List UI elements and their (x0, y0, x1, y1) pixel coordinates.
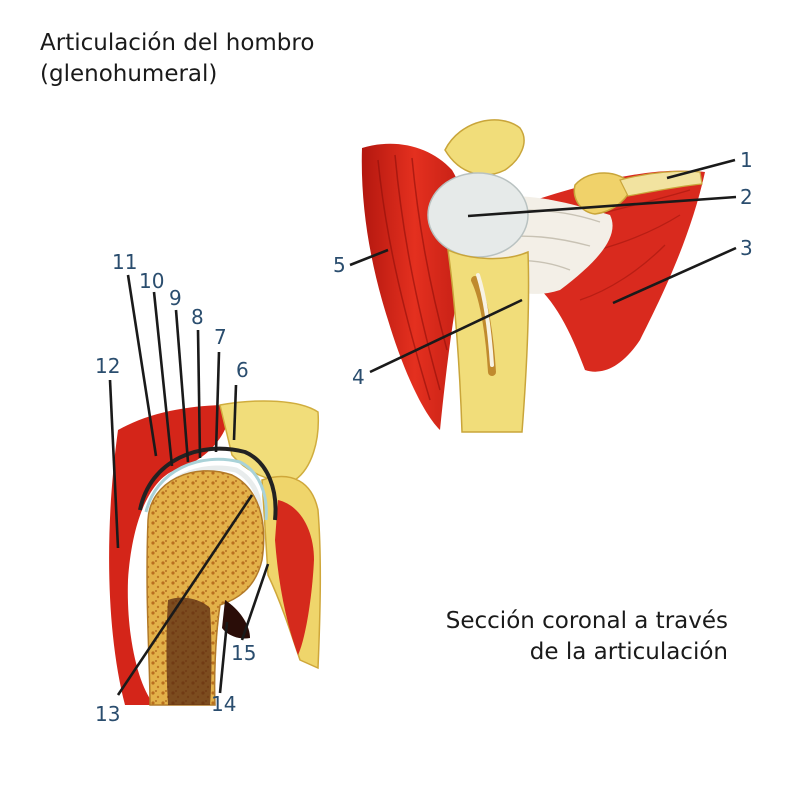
label-8: 8 (191, 305, 204, 329)
acromion-bone (444, 119, 525, 176)
leader-7 (214, 351, 221, 453)
leader-3 (612, 246, 737, 305)
leader-12 (108, 379, 120, 549)
title-line-2: (glenohumeral) (40, 61, 218, 87)
label-12: 12 (95, 354, 120, 378)
leader-6 (232, 384, 238, 441)
label-1: 1 (740, 148, 753, 172)
leader-14 (218, 621, 229, 694)
label-2: 2 (740, 185, 753, 209)
leader-13 (116, 494, 254, 696)
coracoid-process (573, 172, 633, 215)
label-11: 11 (112, 250, 137, 274)
clavicle-end (619, 170, 703, 197)
leader-15 (240, 563, 270, 641)
section-capsule-outer (138, 446, 278, 521)
section-caption: Sección coronal a través de la articulac… (446, 606, 728, 668)
coronal-section-illustration (108, 274, 322, 706)
leader-9 (174, 309, 190, 463)
label-group: 1 2 3 4 5 6 7 8 9 10 11 12 13 14 15 (95, 148, 753, 726)
label-10: 10 (139, 269, 164, 293)
leader-1 (666, 158, 736, 180)
leader-8 (196, 329, 202, 459)
section-synovial (144, 457, 268, 521)
section-axillary-recess (222, 600, 250, 639)
section-deltoid (109, 405, 231, 705)
label-6: 6 (236, 358, 249, 382)
leader-4 (369, 298, 523, 374)
leader-2 (467, 195, 737, 218)
section-marrow-cavity (166, 597, 212, 705)
label-5: 5 (333, 253, 346, 277)
label-15: 15 (231, 641, 256, 665)
label-9: 9 (169, 286, 182, 310)
title-line-1: Articulación del hombro (40, 30, 315, 56)
diagram-title: Articulación del hombro (glenohumeral) (40, 28, 314, 90)
leader-10 (152, 291, 174, 467)
label-4: 4 (352, 365, 365, 389)
label-3: 3 (740, 236, 753, 260)
leader-11 (126, 274, 158, 457)
section-scapular-muscle (275, 500, 314, 655)
label-13: 13 (95, 702, 120, 726)
caption-line-2: de la articulación (529, 639, 728, 665)
anterior-shoulder-illustration (349, 119, 737, 433)
caption-line-1: Sección coronal a través (445, 608, 728, 634)
label-7: 7 (214, 325, 227, 349)
biceps-tendon (476, 273, 494, 367)
label-14: 14 (211, 692, 236, 716)
deltoid-striations (377, 154, 448, 401)
leader-5 (349, 248, 389, 267)
